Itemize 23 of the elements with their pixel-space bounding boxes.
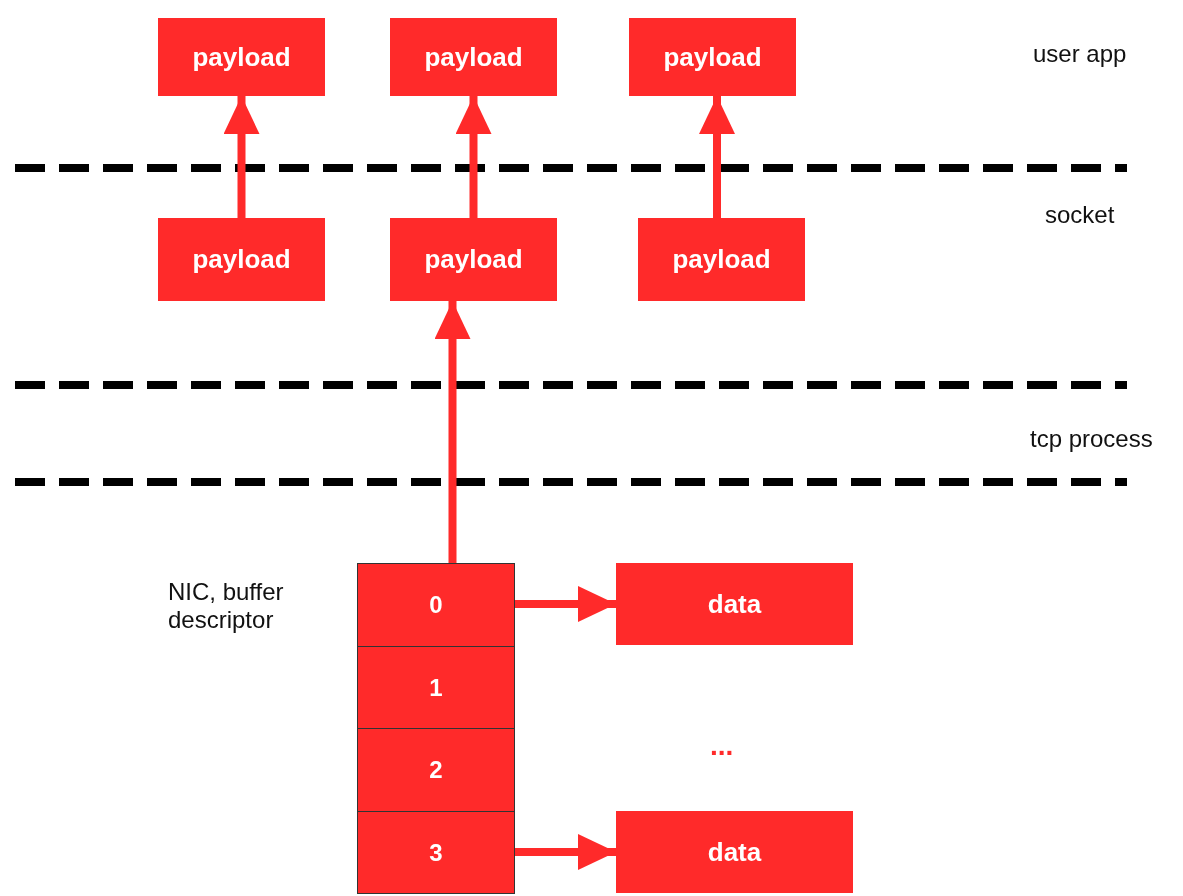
layer-label: user app <box>1033 40 1127 68</box>
data-block: data <box>616 563 853 645</box>
arrow <box>434 301 471 563</box>
arrow <box>455 96 492 218</box>
arrow <box>515 834 616 870</box>
descriptor-cell: 1 <box>357 646 515 729</box>
payload-block: payload <box>390 18 557 96</box>
payload-block: payload <box>390 218 557 301</box>
payload-block: payload <box>158 18 325 96</box>
descriptor-cell: 2 <box>357 728 515 812</box>
ellipsis: ... <box>710 730 734 762</box>
arrow <box>223 96 260 218</box>
layer-label: socket <box>1045 201 1115 229</box>
descriptor-cell: 0 <box>357 563 515 647</box>
payload-block: payload <box>158 218 325 301</box>
descriptor-cell: 3 <box>357 811 515 894</box>
component-label: NIC, buffer descriptor <box>168 578 285 634</box>
arrow <box>515 586 616 622</box>
payload-block: payload <box>638 218 805 301</box>
arrow <box>699 96 735 218</box>
data-block: data <box>616 811 853 893</box>
layer-label: tcp process <box>1030 425 1153 453</box>
payload-block: payload <box>629 18 796 96</box>
